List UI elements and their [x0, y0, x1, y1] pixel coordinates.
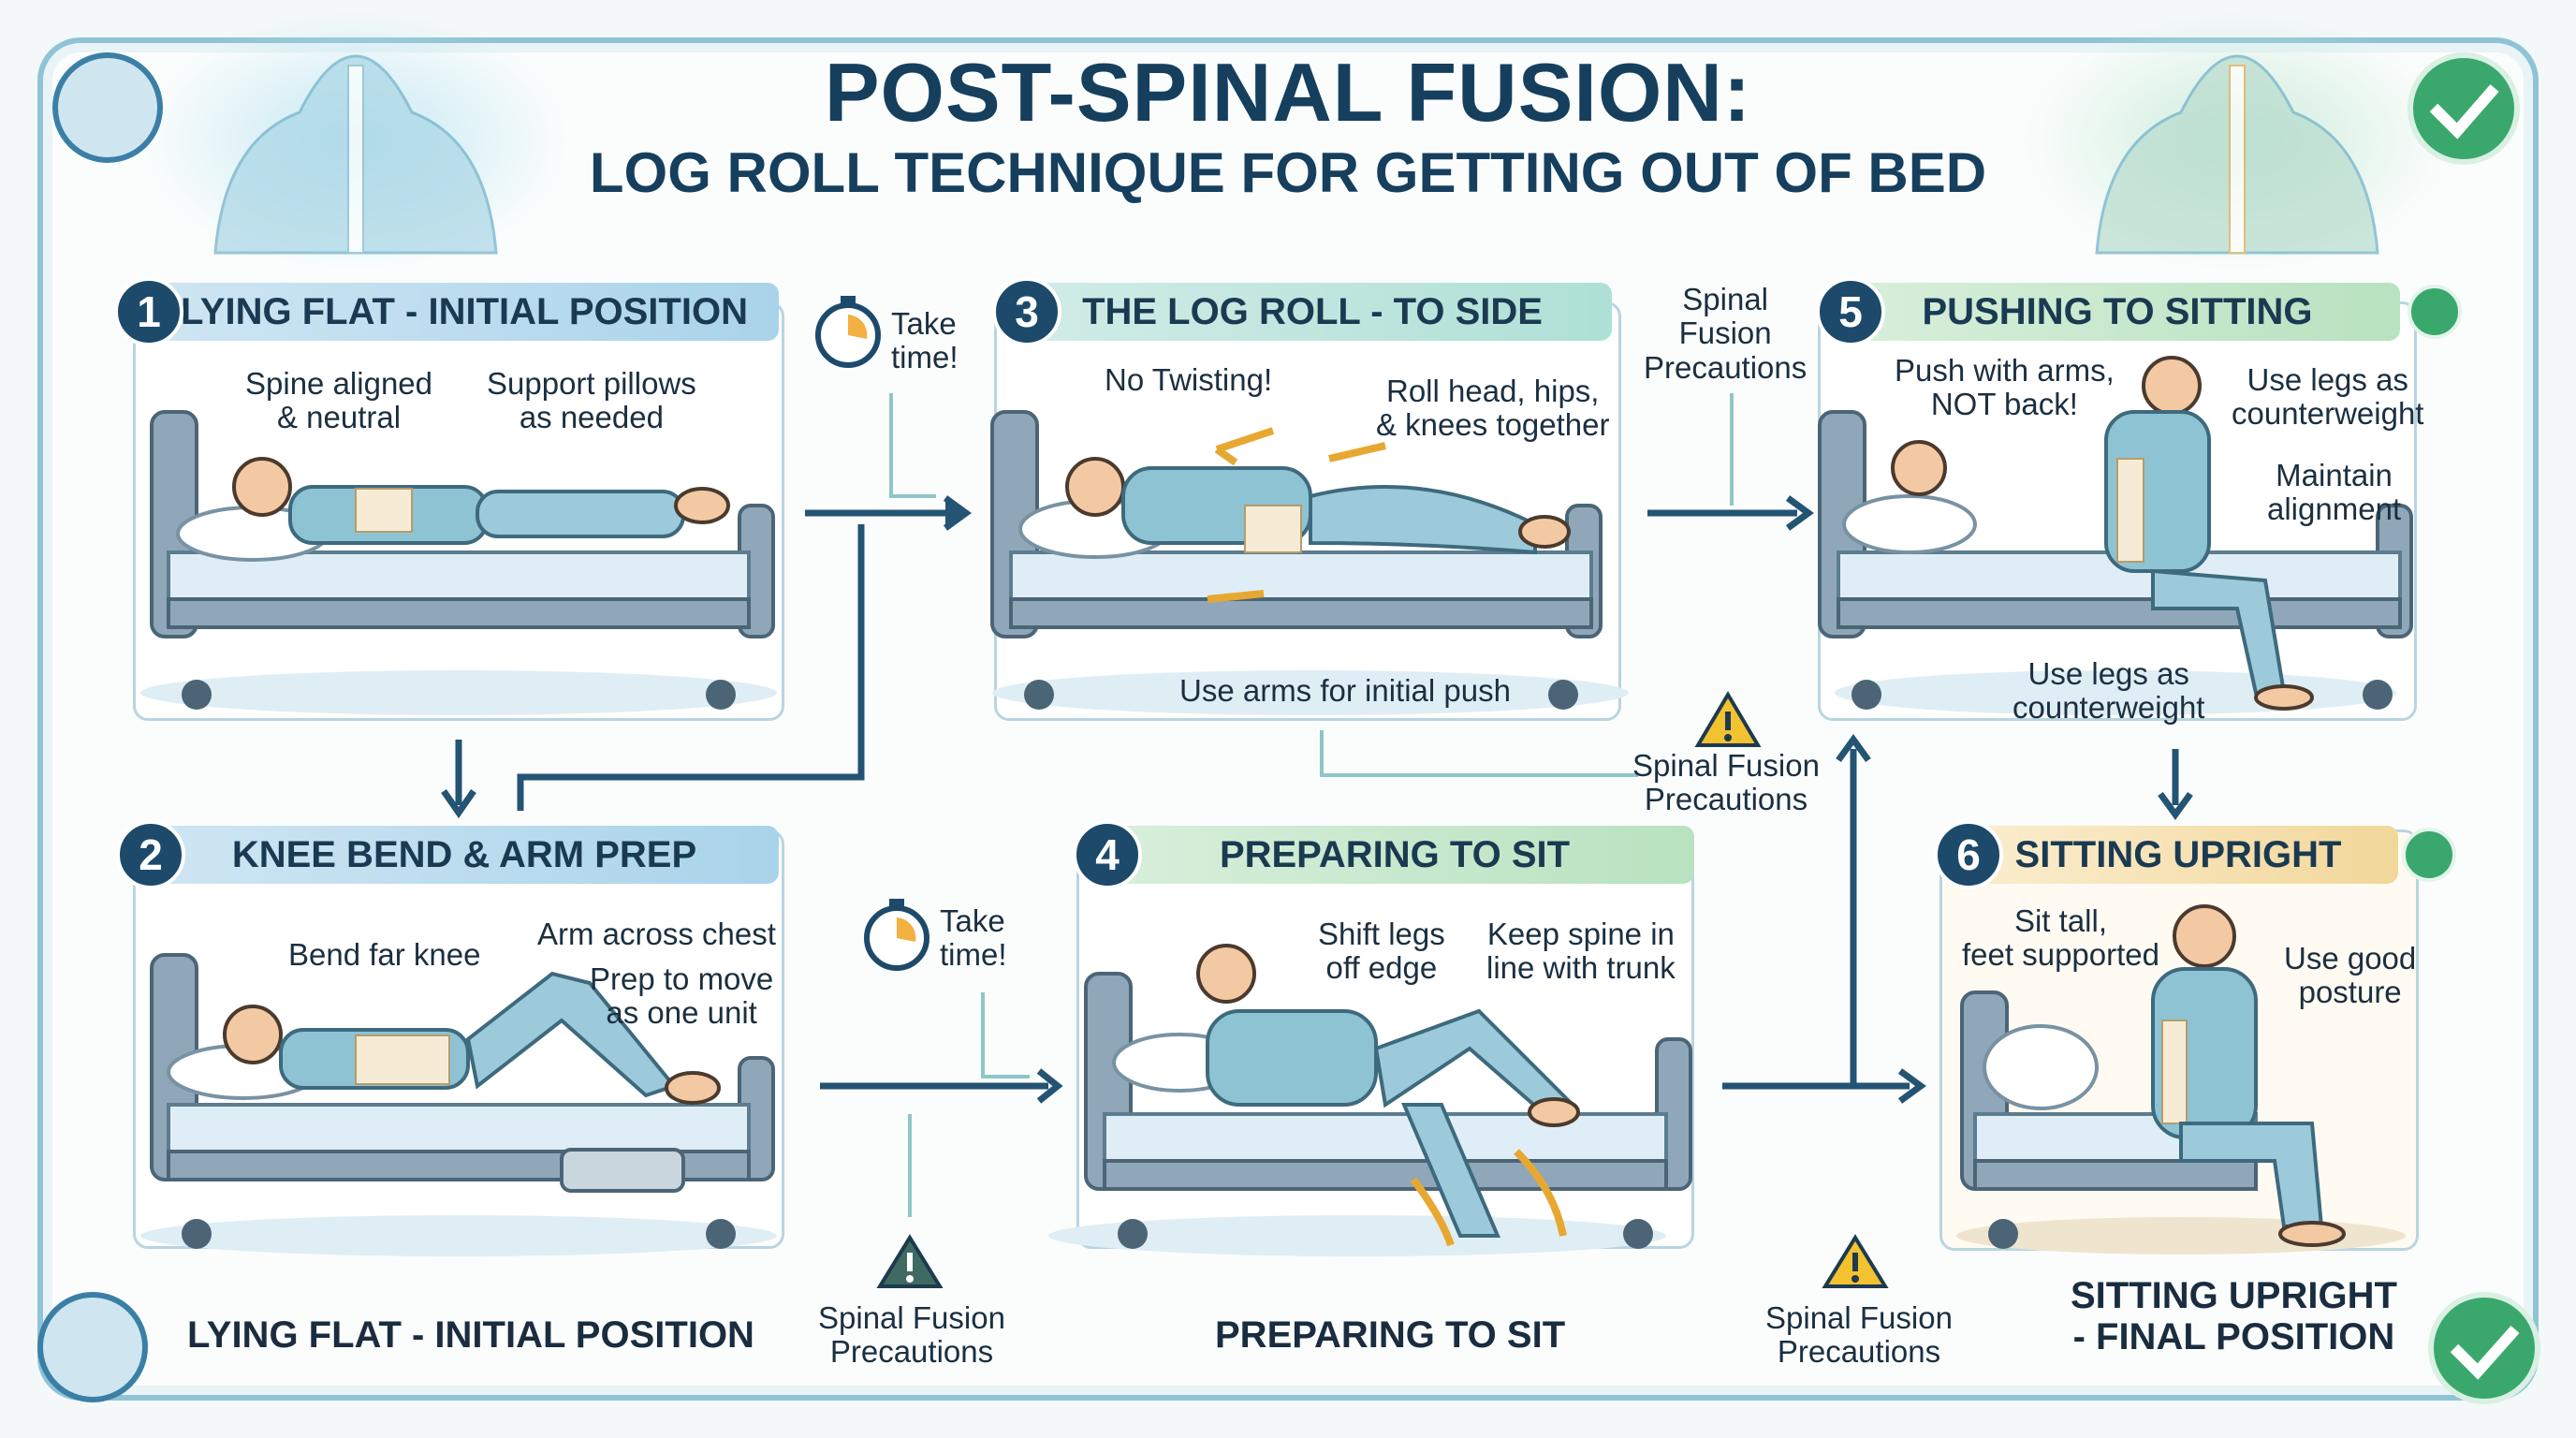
note-legs-counterweight-top: Use legs as counterweight — [2232, 362, 2424, 431]
stopwatch-icon-1 — [815, 296, 881, 368]
bed-1-icon — [140, 410, 777, 715]
step-6-header: SITTING UPRIGHT — [1958, 826, 2398, 884]
page-subtitle: LOG ROLL TECHNIQUE FOR GETTING OUT OF BE… — [589, 141, 1987, 204]
caption-step-6: SITTING UPRIGHT - FINAL POSITION — [2071, 1275, 2397, 1357]
patient-5-icon — [1891, 356, 2314, 711]
check-mark-top — [2429, 84, 2499, 139]
guide-lines — [889, 393, 1734, 1217]
torso-figure-right-icon — [2095, 54, 2379, 255]
patient-6-icon — [2151, 904, 2346, 1247]
step-5-number: 5 — [1816, 277, 1885, 346]
page-title: POST-SPINAL FUSION: — [824, 46, 1752, 139]
bed-3-icon — [990, 410, 1629, 715]
warning-icon-top — [1694, 691, 1762, 747]
step-5-header: PUSHING TO SITTING — [1835, 283, 2400, 341]
precaution-label-bottom-right: Spinal Fusion Precautions — [1765, 1300, 1953, 1370]
take-time-label-1: Take time! — [891, 306, 959, 375]
note-shift-legs: Shift legs off edge — [1318, 917, 1445, 985]
step-5-check-overlay — [2408, 285, 2462, 339]
note-spine-aligned: Spine aligned & neutral — [245, 366, 432, 434]
arrow-step2-to-step3 — [517, 524, 865, 811]
step-2-header: KNEE BEND & ARM PREP — [150, 826, 779, 884]
check-mark-bottom — [2450, 1326, 2520, 1380]
precaution-label-mid: Spinal Fusion Precautions — [1632, 748, 1820, 817]
step-5-check-icon — [2408, 285, 2462, 339]
precaution-label-bottom-left: Spinal Fusion Precautions — [818, 1300, 1005, 1370]
caption-step-4: PREPARING TO SIT — [1215, 1314, 1566, 1356]
note-prep-one-unit: Prep to move as one unit — [590, 961, 774, 1030]
note-support-pillows: Support pillows as needed — [487, 366, 696, 434]
step-4-number: 4 — [1073, 820, 1142, 889]
bed-4-icon — [1048, 972, 1692, 1256]
note-push-with-arms: Push with arms, NOT back! — [1895, 353, 2115, 421]
note-keep-spine: Keep spine in line with trunk — [1486, 917, 1676, 985]
bed-5-icon — [1818, 410, 2413, 715]
note-no-twisting: No Twisting! — [1105, 362, 1273, 397]
stopwatch-icon-2 — [864, 899, 929, 971]
patient-1-icon — [232, 457, 730, 545]
flow-arrows — [441, 495, 2193, 1104]
patient-3-icon — [1065, 427, 1571, 603]
torso-figure-left-icon — [213, 54, 498, 255]
spine-badge-icon — [52, 52, 163, 163]
spine-badge-bottom-icon — [37, 1292, 148, 1402]
note-bend-far-knee: Bend far knee — [288, 937, 481, 972]
caption-step-2: LYING FLAT - INITIAL POSITION — [187, 1314, 754, 1356]
step-1-header: LYING FLAT - INITIAL POSITION — [150, 283, 779, 341]
step-3-header: THE LOG ROLL - TO SIDE — [1013, 283, 1612, 341]
bed-2-icon — [140, 953, 777, 1256]
check-badge-bottom-icon — [2428, 1292, 2540, 1404]
warning-icon-bottom-left — [876, 1234, 944, 1288]
step-6-number: 6 — [1934, 820, 2003, 889]
take-time-label-2: Take time! — [940, 903, 1007, 973]
note-arm-across-chest: Arm across chest — [537, 917, 776, 951]
note-roll-together: Roll head, hips, & knees together — [1376, 374, 1610, 442]
warning-icon-bottom-right — [1822, 1234, 1889, 1288]
bed-6-icon — [1956, 990, 2406, 1255]
step-2-number: 2 — [116, 820, 185, 889]
step-4-header: PREPARING TO SIT — [1095, 826, 1694, 884]
step-6-check-icon — [2402, 828, 2456, 882]
note-legs-counterweight-bottom: Use legs as counterweight — [2012, 656, 2205, 725]
note-sit-tall: Sit tall, feet supported — [1962, 903, 2159, 972]
step-3-number: 3 — [992, 277, 1061, 346]
note-maintain-alignment: Maintain alignment — [2267, 458, 2402, 526]
check-badge-top-icon — [2408, 52, 2520, 165]
note-good-posture: Use good posture — [2284, 941, 2417, 1009]
patient-4-icon — [1196, 944, 1580, 1247]
note-use-arms-push: Use arms for initial push — [1179, 673, 1511, 708]
step-1-number: 1 — [114, 277, 183, 346]
precaution-label-top: Spinal Fusion Precautions — [1644, 282, 1808, 385]
patient-2-icon — [223, 971, 721, 1105]
